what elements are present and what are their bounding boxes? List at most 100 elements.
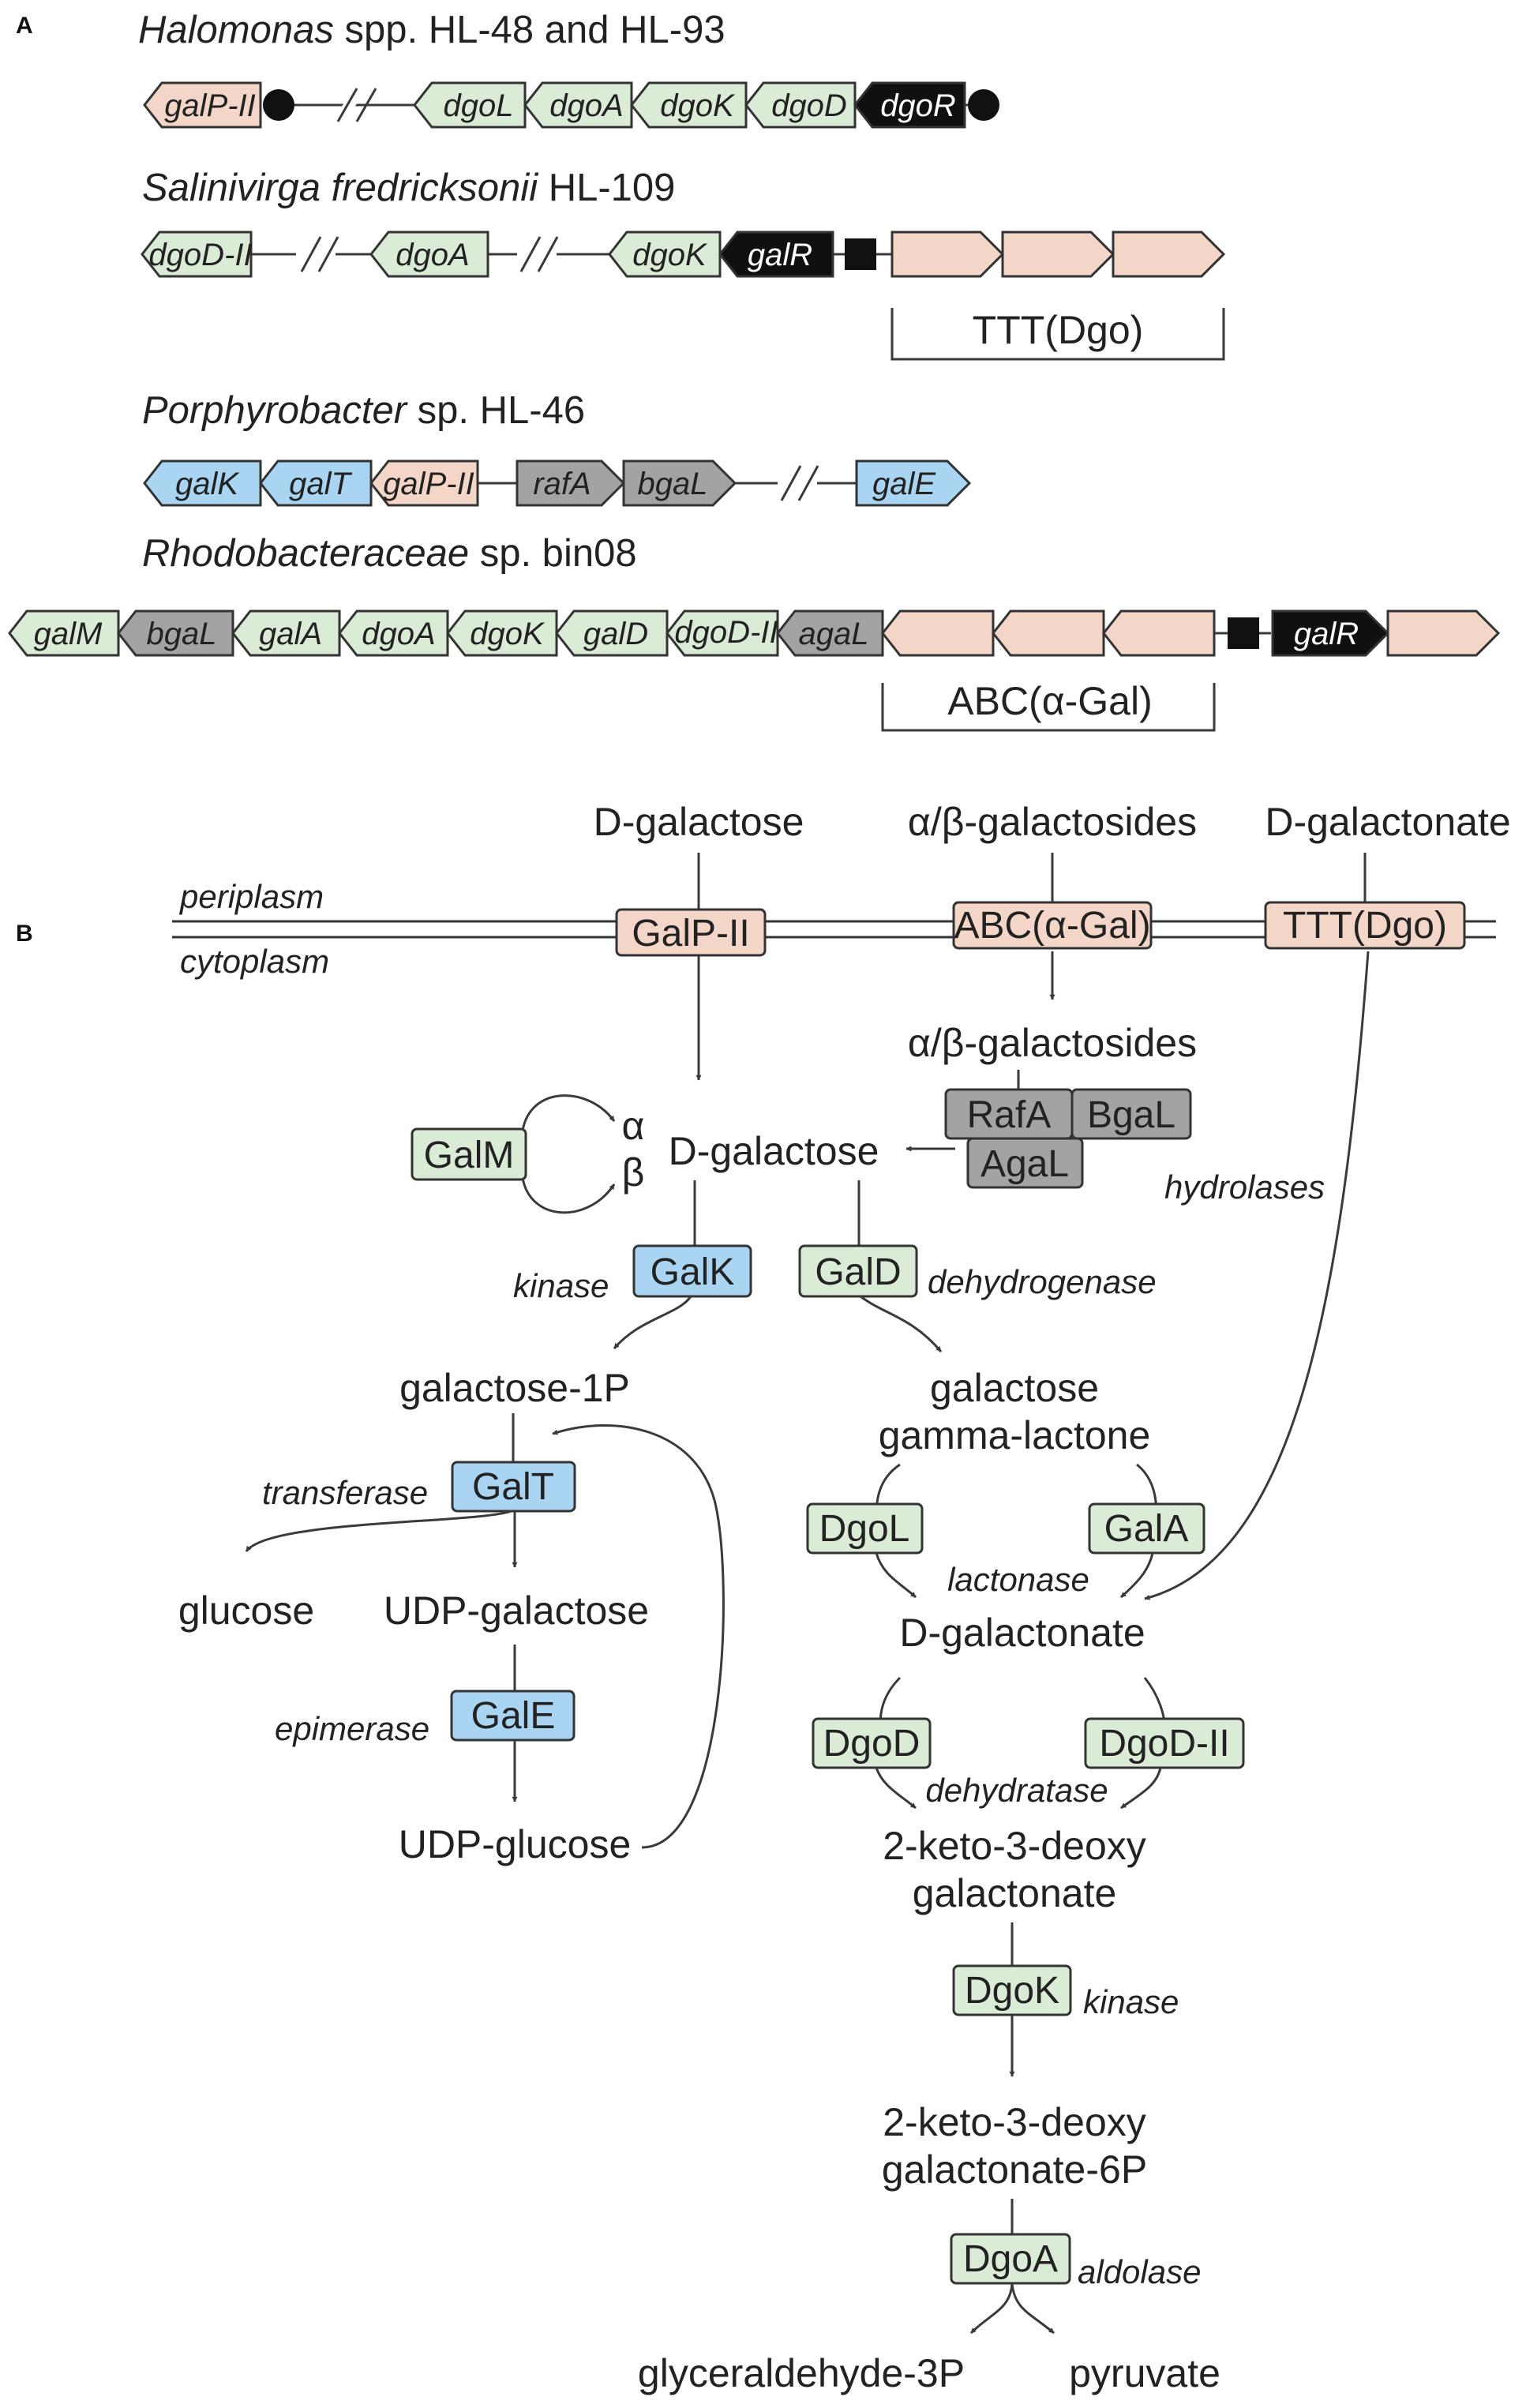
gene-track-1: galP-II dgoL dgoA dgoK dgoD dgoR [143,81,999,129]
gene-label: galP-II [164,88,256,123]
gene-label: galA [259,617,322,651]
gene-label: dgoK [632,238,708,272]
gene-label: galD [583,617,648,651]
gene-arrow-transporter [1102,610,1216,657]
gene-label: galT [289,467,352,501]
enzyme-label: GalT [472,1466,554,1508]
gene-label: dgoL [444,88,514,123]
annotation-transferase: transferase [262,1474,428,1511]
metabolite-kdgp-line1: 2-keto-3-deoxy [883,2100,1146,2144]
annotation-epimerase: epimerase [275,1710,429,1747]
gene-arrow-galR [718,231,834,278]
transporter-label: GalP-II [632,913,749,955]
bracket-label-ttt: TTT(Dgo) [973,308,1144,352]
enzyme-label: DgoD-II [1099,1723,1229,1765]
gene-arrow-transporter [890,231,1005,278]
gene-label: agaL [799,617,869,651]
metabolite-kdg-line2: galactonate [913,1871,1117,1915]
enzyme-galm [411,1127,527,1181]
anomer-alpha: α [622,1104,645,1148]
enzyme-dgod [812,1717,932,1769]
panel-label-a: A [16,13,33,39]
enzyme-agal [966,1137,1084,1189]
promoter-box [1228,617,1259,649]
organism-title-2: Salinivirga fredricksonii HL-109 [142,167,675,209]
enzyme-dgod-ii [1084,1717,1245,1769]
substrate-galactosides: α/β-galactosides [908,800,1197,844]
annotation-hydrolases: hydrolases [1164,1168,1325,1206]
transporter-label: TTT(Dgo) [1283,905,1447,947]
enzyme-dgoa [950,2233,1071,2285]
panel-label-b: B [16,921,33,947]
gene-label: dgoA [362,617,435,651]
enzyme-label: DgoD [823,1723,920,1765]
terminator-dot [968,89,999,121]
gene-label: dgoD-II [148,238,252,272]
metabolite-d-galactonate: D-galactonate [899,1611,1145,1655]
gene-arrow-transporter [992,610,1105,657]
gene-label: galP-II [383,467,474,501]
gene-label: dgoK [660,88,736,123]
enzyme-label: GalE [471,1695,556,1737]
organism-title-1: Halomonas spp. HL-48 and HL-93 [138,9,726,51]
transporter-abc [952,901,1153,950]
gene-label: dgoR [880,88,956,123]
substrate-d-galactose: D-galactose [594,800,804,844]
enzyme-galk [632,1244,752,1298]
organism-title-4: Rhodobacteraceae sp. bin08 [142,532,637,575]
enzyme-label: GalA [1104,1508,1189,1550]
cytoplasm-label: cytoplasm [180,943,329,980]
enzyme-gale [450,1690,576,1742]
gene-arrow-galR [1271,610,1390,657]
gene-arrow-bgaL [622,459,737,507]
enzyme-label: GalK [651,1251,735,1293]
gene-arrow-galP-II [143,81,262,129]
metabolite-lactone-line1: galactose [930,1366,1099,1410]
metabolite-pyruvate: pyruvate [1069,2351,1220,2395]
gene-label: dgoD [771,88,847,123]
gene-label: galM [34,617,103,651]
metabolite-galactose-1p: galactose-1P [399,1366,630,1410]
enzyme-label: AgaL [980,1143,1069,1185]
metabolite-kdgp-line2: galactonate-6P [882,2147,1147,2192]
annotation-kinase: kinase [513,1267,609,1304]
gene-arrow-transporter [881,610,995,657]
gene-label: bgaL [147,617,217,651]
enzyme-label: DgoL [819,1508,910,1550]
organism-title-3: Porphyrobacter sp. HL-46 [142,389,585,432]
transporter-ttt [1264,901,1466,950]
gene-track-3: galK galT galP-II rafA bgaL galE [143,459,972,507]
gene-arrow-galE [855,459,972,507]
annotation-dehydratase: dehydratase [925,1772,1108,1809]
transporter-label: ABC(α-Gal) [954,905,1150,947]
substrate-d-galactonate: D-galactonate [1265,800,1510,844]
bracket-ttt [890,308,1225,361]
metabolite-glyceraldehyde-3p: glyceraldehyde-3P [638,2351,965,2395]
gene-track-2: dgoD-II dgoA dgoK galR TTT(Dgo) [141,231,1226,361]
enzyme-bgal [1070,1088,1192,1140]
gene-arrow-dgoR [853,81,966,129]
gene-label: dgoD-II [674,615,778,650]
metabolite-glucose: glucose [178,1588,314,1633]
enzyme-label: RafA [967,1094,1052,1136]
gene-arrow-transporter [1001,231,1115,278]
metabolite-galactosides-in: α/β-galactosides [908,1021,1197,1065]
bracket-abc [881,683,1216,732]
enzyme-label: DgoK [965,1970,1059,2012]
promoter-box [845,238,876,270]
gene-arrow-transporter [1112,231,1226,278]
metabolite-kdg-line1: 2-keto-3-deoxy [883,1824,1146,1868]
transporter-galp-ii [615,908,767,957]
annotation-dehydrogenase: dehydrogenase [928,1263,1157,1300]
annotation-aldolase: aldolase [1078,2253,1201,2290]
enzyme-gala [1088,1502,1205,1555]
bracket-label-abc: ABC(α-Gal) [947,679,1152,723]
annotation-lactonase: lactonase [947,1561,1089,1598]
metabolite-udp-galactose: UDP-galactose [384,1588,649,1633]
gene-arrow-dgoD-II [141,231,253,278]
gene-label: galE [872,467,936,501]
metabolite-udp-glucose: UDP-glucose [399,1822,632,1866]
gene-label: galR [748,238,812,272]
enzyme-dgol [806,1502,924,1555]
